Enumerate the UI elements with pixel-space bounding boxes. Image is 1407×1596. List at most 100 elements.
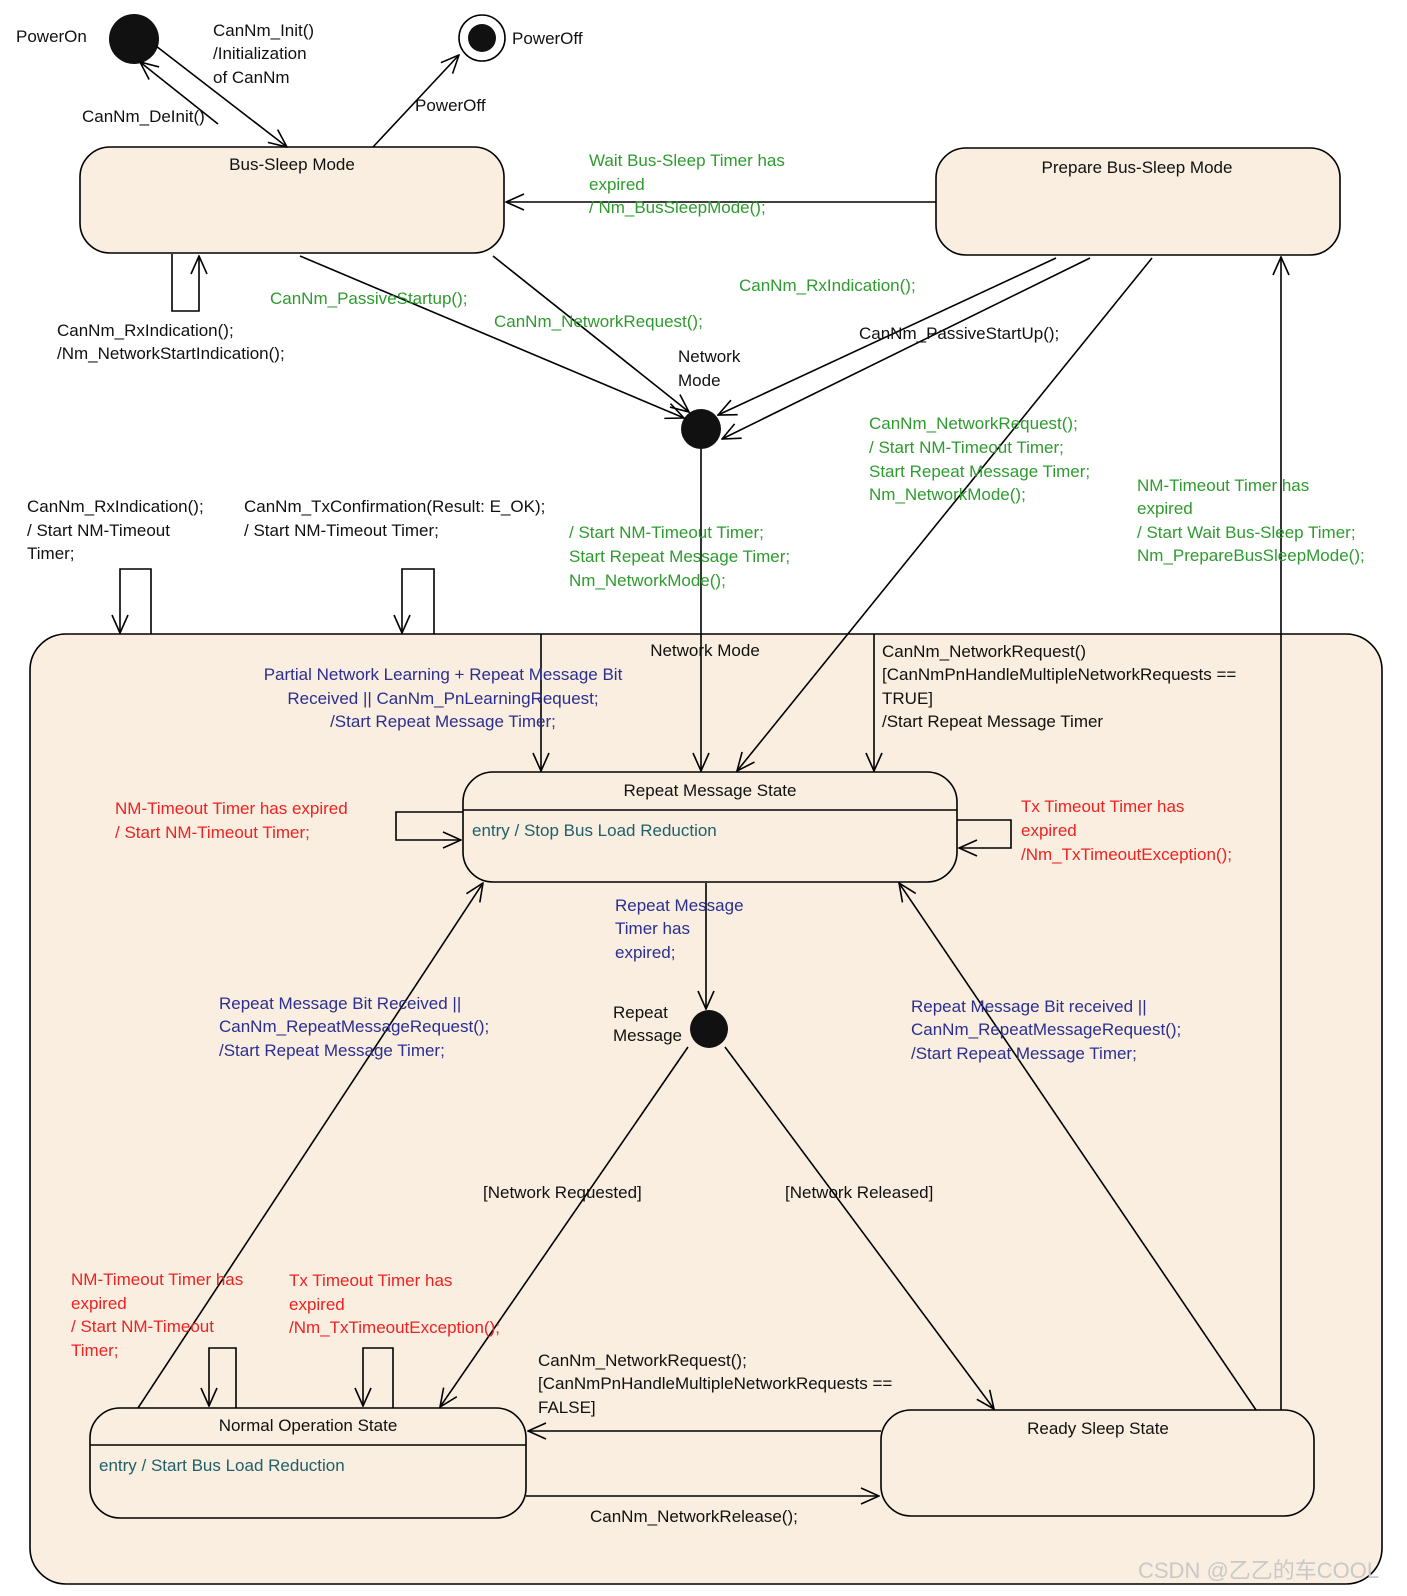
label-rx-indication-self-line-2: / Start NM-Timeout [27, 521, 170, 540]
edge-normal-to-repeat [137, 883, 483, 1409]
edge-passive-startup-prepare [722, 257, 1091, 439]
label-repeat-nm-timeout-line-2: / Start NM-Timeout Timer; [115, 823, 310, 842]
label-normal-tx-timeout-line-2: expired [289, 1295, 345, 1314]
label-repeat-nm-timeout: NM-Timeout Timer has expired / Start NM-… [115, 799, 348, 842]
edge-power-off [372, 55, 459, 148]
label-passive-startup-bus: CanNm_PassiveStartup(); [270, 289, 467, 308]
label-bus-sleep-self: CanNm_RxIndication(); /Nm_NetworkStartIn… [57, 321, 285, 363]
normal-operation-state-title: Normal Operation State [219, 1416, 398, 1435]
network-mode-title: Network Mode [650, 641, 760, 660]
label-nm-timeout-to-prepare-line-3: / Start Wait Bus-Sleep Timer; [1137, 523, 1356, 542]
edge-network-released [724, 1046, 994, 1409]
edge-network-request-bus [492, 255, 689, 412]
label-ready-to-repeat-line-3: /Start Repeat Message Timer; [911, 1044, 1137, 1063]
watermark: CSDN @乙乙的车COOL [1138, 1558, 1379, 1583]
edge-repeat-nm-timeout-self [395, 811, 463, 840]
bus-sleep-mode-state [79, 146, 505, 254]
label-normal-to-repeat-line-2: CanNm_RepeatMessageRequest(); [219, 1017, 489, 1036]
label-partial-network-line-1: Partial Network Learning + Repeat Messag… [264, 665, 623, 684]
label-bus-sleep-self-line-1: CanNm_RxIndication(); [57, 321, 234, 340]
label-repeat-timer-expired-line-2: Timer has [615, 919, 690, 938]
label-deinit: CanNm_DeInit() [82, 107, 205, 126]
edge-network-requested [440, 1046, 689, 1407]
label-repeat-tx-timeout: Tx Timeout Timer has expired /Nm_TxTimeo… [1021, 797, 1232, 864]
label-partial-network-line-2: Received || CanNm_PnLearningRequest; [287, 689, 598, 708]
network-mode-state [29, 633, 1383, 1585]
ready-sleep-state-title: Ready Sleep State [1027, 1419, 1169, 1438]
label-multiple-requests-true: CanNm_NetworkRequest() [CanNmPnHandleMul… [882, 642, 1236, 731]
label-network-request-bus: CanNm_NetworkRequest(); [494, 312, 703, 331]
label-bus-sleep-self-line-2: /Nm_NetworkStartIndication(); [57, 344, 285, 363]
label-repeat-tx-timeout-line-3: /Nm_TxTimeoutException(); [1021, 845, 1232, 864]
label-normal-tx-timeout-line-3: /Nm_TxTimeoutException(); [289, 1318, 500, 1337]
label-nm-timeout-to-prepare-line-4: Nm_PrepareBusSleepMode(); [1137, 546, 1365, 565]
label-normal-nm-timeout-line-1: NM-Timeout Timer has [71, 1270, 243, 1289]
label-network-released: [Network Released] [785, 1183, 933, 1202]
edge-passive-startup-bus [299, 255, 684, 418]
label-wait-bus-sleep-line-2: expired [589, 175, 645, 194]
label-tx-confirmation-self-line-1: CanNm_TxConfirmation(Result: E_OK); [244, 497, 545, 516]
edge-tx-confirmation-self [402, 568, 435, 634]
label-nm-timeout-to-prepare: NM-Timeout Timer has expired / Start Wai… [1137, 476, 1365, 565]
edge-ready-to-repeat [899, 883, 1257, 1411]
label-ready-to-normal-line-3: FALSE] [538, 1398, 596, 1417]
bus-sleep-mode-title: Bus-Sleep Mode [229, 155, 355, 174]
power-on-label: PowerOn [16, 27, 87, 46]
normal-operation-state [89, 1407, 527, 1519]
repeat-message-choice-label-2: Message [613, 1026, 682, 1045]
normal-operation-entry-action: entry / Start Bus Load Reduction [99, 1456, 345, 1475]
edge-deinit [140, 62, 219, 125]
label-rx-indication-prepare: CanNm_RxIndication(); [739, 276, 916, 295]
label-network-request-prepare-line-4: Nm_NetworkMode(); [869, 485, 1026, 504]
edge-rx-indication-self [120, 568, 152, 634]
label-init-line-2: /Initialization [213, 44, 307, 63]
label-repeat-tx-timeout-line-1: Tx Timeout Timer has [1021, 797, 1184, 816]
repeat-message-choice-node [690, 1010, 728, 1048]
label-rx-indication-self-line-1: CanNm_RxIndication(); [27, 497, 204, 516]
label-nm-timeout-to-prepare-line-2: expired [1137, 499, 1193, 518]
label-ready-to-repeat: Repeat Message Bit received || CanNm_Rep… [911, 997, 1181, 1063]
label-tx-confirmation-self-line-2: / Start NM-Timeout Timer; [244, 521, 439, 540]
edge-normal-nm-timeout-self [209, 1347, 237, 1408]
prepare-bus-sleep-mode-title: Prepare Bus-Sleep Mode [1042, 158, 1233, 177]
label-ready-to-normal-line-2: [CanNmPnHandleMultipleNetworkRequests == [538, 1374, 892, 1393]
label-normal-nm-timeout-line-3: / Start NM-Timeout [71, 1317, 214, 1336]
label-partial-network-line-3: /Start Repeat Message Timer; [330, 712, 556, 731]
label-ready-to-repeat-line-2: CanNm_RepeatMessageRequest(); [911, 1020, 1181, 1039]
repeat-message-entry-action: entry / Stop Bus Load Reduction [472, 821, 717, 840]
power-on-initial-node [109, 14, 159, 64]
edge-init [155, 45, 287, 147]
label-normal-to-repeat-line-3: /Start Repeat Message Timer; [219, 1041, 445, 1060]
network-mode-entry-label-2: Mode [678, 371, 721, 390]
edge-network-request-prepare [737, 257, 1153, 771]
label-repeat-timer-expired-line-3: expired; [615, 943, 675, 962]
label-normal-to-repeat: Repeat Message Bit Received || CanNm_Rep… [219, 994, 489, 1060]
label-repeat-tx-timeout-line-2: expired [1021, 821, 1077, 840]
label-normal-nm-timeout: NM-Timeout Timer has expired / Start NM-… [71, 1270, 243, 1360]
label-init: CanNm_Init() /Initialization of CanNm [213, 21, 314, 87]
label-repeat-timer-expired: Repeat Message Timer has expired; [615, 896, 744, 962]
repeat-message-state [462, 771, 958, 883]
label-multiple-requests-true-line-1: CanNm_NetworkRequest() [882, 642, 1086, 661]
label-power-off: PowerOff [415, 96, 486, 115]
label-rx-indication-self-line-3: Timer; [27, 544, 75, 563]
label-normal-to-ready: CanNm_NetworkRelease(); [590, 1507, 798, 1526]
label-nm-timeout-to-prepare-line-1: NM-Timeout Timer has [1137, 476, 1309, 495]
label-ready-to-repeat-line-1: Repeat Message Bit received || [911, 997, 1147, 1016]
power-off-final-node-core [468, 24, 496, 52]
ready-sleep-state [880, 1409, 1315, 1517]
label-tx-confirmation-self: CanNm_TxConfirmation(Result: E_OK); / St… [244, 497, 545, 540]
label-partial-network: Partial Network Learning + Repeat Messag… [264, 665, 623, 731]
label-network-mode-entry-action: / Start NM-Timeout Timer; Start Repeat M… [569, 523, 790, 590]
label-wait-bus-sleep-line-3: / Nm_BusSleepMode(); [589, 198, 766, 217]
label-multiple-requests-true-line-3: TRUE] [882, 689, 933, 708]
label-repeat-timer-expired-line-1: Repeat Message [615, 896, 744, 915]
power-off-node-label: PowerOff [512, 29, 583, 48]
repeat-message-choice-label-1: Repeat [613, 1003, 668, 1022]
label-wait-bus-sleep: Wait Bus-Sleep Timer has expired / Nm_Bu… [589, 151, 785, 217]
label-network-requested: [Network Requested] [483, 1183, 642, 1202]
label-network-request-prepare-line-3: Start Repeat Message Timer; [869, 462, 1090, 481]
edge-repeat-tx-timeout-self [957, 819, 1012, 848]
label-ready-to-normal: CanNm_NetworkRequest(); [CanNmPnHandleMu… [538, 1351, 892, 1417]
